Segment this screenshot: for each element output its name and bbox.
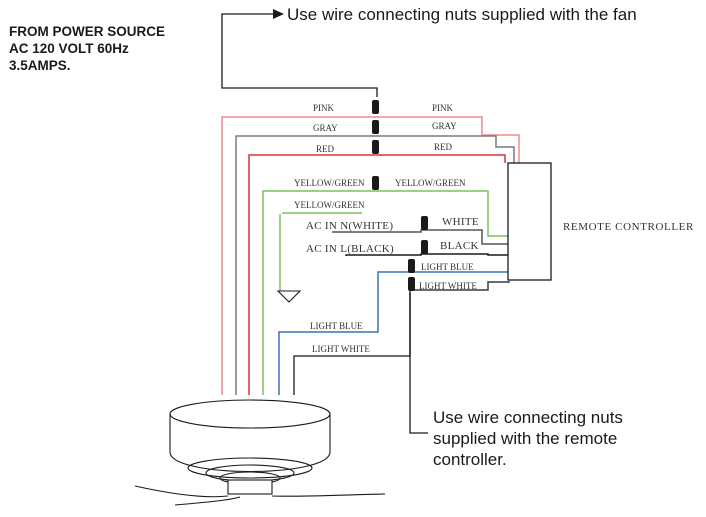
label-pink-right: PINK: [432, 103, 454, 113]
label-white: WHITE: [442, 216, 479, 228]
label-light-white-right: LIGHT WHITE: [419, 281, 477, 291]
label-pink-left: PINK: [313, 103, 335, 113]
fan-nuts-note: Use wire connecting nuts supplied with t…: [287, 5, 637, 24]
wire-light-blue: [278, 271, 510, 395]
label-yellow-green-left: YELLOW/GREEN: [294, 178, 365, 188]
ground-icon: [276, 290, 302, 303]
wire-yellow-green: [262, 190, 510, 395]
wire-red: [248, 154, 506, 395]
remote-nuts-note-line-1: Use wire connecting nuts: [433, 408, 623, 427]
remote-controller-label: REMOTE CONTROLLER: [563, 221, 694, 233]
label-yellow-green-right: YELLOW/GREEN: [395, 178, 466, 188]
power-source-line-2: AC 120 VOLT 60Hz: [9, 41, 129, 56]
fan-motor-housing: [134, 399, 386, 506]
label-light-blue-right: LIGHT BLUE: [421, 262, 474, 272]
label-ac-in-n: AC IN N(WHITE): [306, 220, 394, 232]
label-red-left: RED: [316, 144, 334, 154]
power-source-info: FROM POWER SOURCE AC 120 VOLT 60Hz 3.5AM…: [9, 23, 165, 74]
label-gray-left: GRAY: [313, 123, 338, 133]
wire-nut-icons: [372, 100, 428, 291]
wire-black: [345, 253, 510, 256]
arrowhead-icon: [273, 9, 284, 19]
wire-gray: [235, 135, 515, 395]
fan-nuts-pointer: [221, 13, 378, 97]
label-gray-right: GRAY: [432, 121, 457, 131]
label-black: BLACK: [440, 240, 479, 252]
label-ac-in-l: AC IN L(BLACK): [306, 243, 394, 255]
power-source-line-1: FROM POWER SOURCE: [9, 24, 166, 39]
wire-pink: [221, 116, 520, 395]
remote-nuts-note-line-3: controller.: [433, 450, 507, 469]
label-yellow-green-lower: YELLOW/GREEN: [294, 200, 365, 210]
wire-white: [332, 229, 510, 245]
remote-nuts-note-line-2: supplied with the remote: [433, 429, 618, 448]
power-source-line-3: 3.5AMPS.: [9, 58, 71, 73]
remote-nuts-pointer: [409, 293, 428, 434]
remote-nuts-note: Use wire connecting nuts supplied with t…: [433, 407, 623, 470]
remote-controller-box: [507, 162, 552, 281]
label-light-blue-left: LIGHT BLUE: [310, 321, 363, 331]
wire-light-white: [293, 281, 510, 395]
label-red-right: RED: [434, 142, 452, 152]
label-light-white-left: LIGHT WHITE: [312, 344, 370, 354]
